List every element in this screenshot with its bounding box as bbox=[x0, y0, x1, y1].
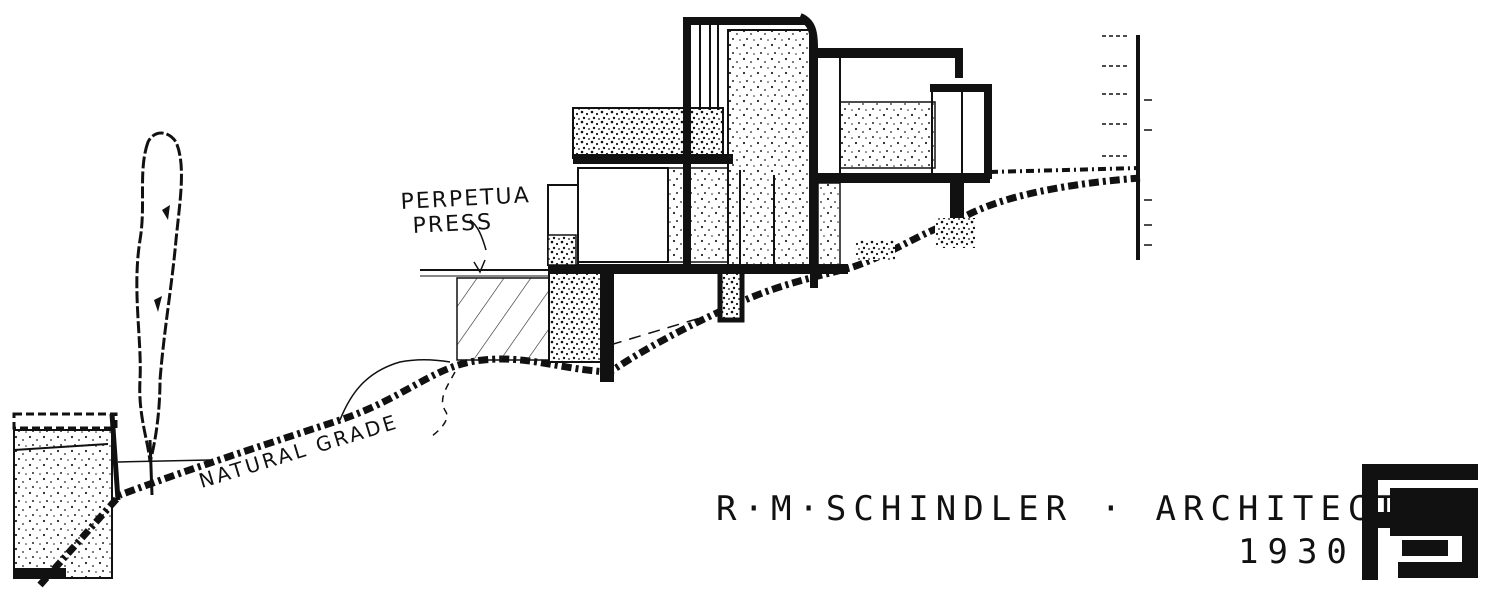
scale-bar bbox=[1102, 35, 1152, 260]
architect-credit: R·M·SCHINDLER · ARCHITECT bbox=[716, 489, 1403, 529]
left-lower-structure bbox=[12, 412, 121, 579]
perpetua-press-block bbox=[420, 219, 550, 361]
year-label: 1930 bbox=[1238, 532, 1356, 572]
press-label: PRESS bbox=[412, 209, 494, 239]
cypress-tree bbox=[135, 131, 183, 496]
house-section bbox=[547, 13, 1141, 382]
rs-monogram-logo bbox=[1362, 464, 1478, 580]
